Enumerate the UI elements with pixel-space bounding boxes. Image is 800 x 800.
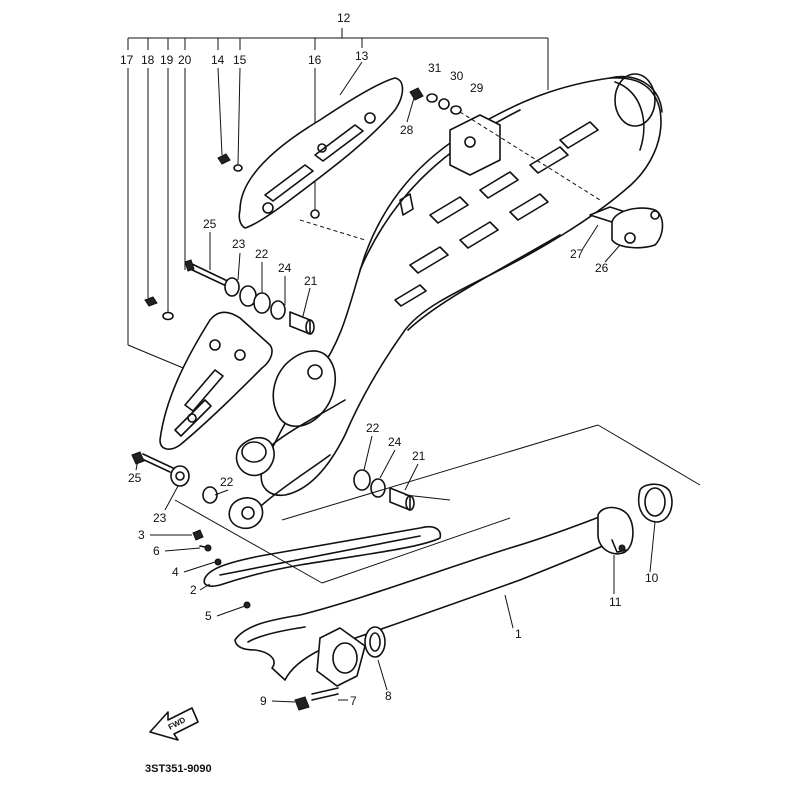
callout-13: 13	[355, 49, 369, 63]
callout-9: 9	[260, 694, 267, 708]
callout-26: 26	[595, 261, 609, 275]
callout-8: 8	[385, 689, 392, 703]
callout-16: 16	[308, 53, 322, 67]
callout-18: 18	[141, 53, 155, 67]
pipe-clamp	[597, 483, 673, 555]
callout-2: 2	[190, 583, 197, 597]
callout-21-upper: 21	[304, 274, 318, 288]
callout-23-lower: 23	[153, 511, 167, 525]
callout-24-upper: 24	[278, 261, 292, 275]
callout-25-upper: 25	[203, 217, 217, 231]
callout-11: 11	[609, 595, 622, 609]
callout-6: 6	[153, 544, 160, 558]
callout-15: 15	[233, 53, 247, 67]
callout-23-upper: 23	[232, 237, 246, 251]
diagram-code: 3ST351-9090	[145, 763, 212, 775]
exhaust-heat-protector	[203, 525, 442, 587]
callout-17: 17	[120, 53, 134, 67]
heat-shield-lower	[159, 311, 273, 450]
exhaust-pipe	[234, 514, 616, 687]
callout-7: 7	[350, 694, 357, 708]
callout-30: 30	[450, 69, 464, 83]
fwd-arrow: FWD	[149, 707, 199, 741]
callout-1: 1	[515, 627, 522, 641]
callout-31: 31	[428, 61, 442, 75]
callout-28: 28	[400, 123, 414, 137]
callouts: 12 17 18 19 20 14 15 16 13 31 30 29 28 2…	[120, 11, 659, 775]
callout-12: 12	[337, 11, 351, 25]
callout-25-lower: 25	[128, 471, 142, 485]
callout-5: 5	[205, 609, 212, 623]
callout-22-mid: 22	[220, 475, 234, 489]
callout-24-lower: 24	[388, 435, 402, 449]
callout-29: 29	[470, 81, 484, 95]
reference-lines	[174, 219, 701, 584]
muffler	[228, 73, 663, 530]
callout-22-lower: 22	[366, 421, 380, 435]
lower-leaders	[135, 97, 656, 703]
callout-19: 19	[160, 53, 174, 67]
hardware	[131, 87, 664, 711]
callout-22-upper: 22	[255, 247, 269, 261]
callout-4: 4	[172, 565, 179, 579]
callout-3: 3	[138, 528, 145, 542]
callout-21-lower: 21	[412, 449, 426, 463]
heat-shield-upper	[238, 77, 404, 229]
callout-20: 20	[178, 53, 192, 67]
callout-10: 10	[645, 571, 659, 585]
callout-14: 14	[211, 53, 225, 67]
group-12-bracket	[127, 28, 549, 90]
callout-27: 27	[570, 247, 584, 261]
